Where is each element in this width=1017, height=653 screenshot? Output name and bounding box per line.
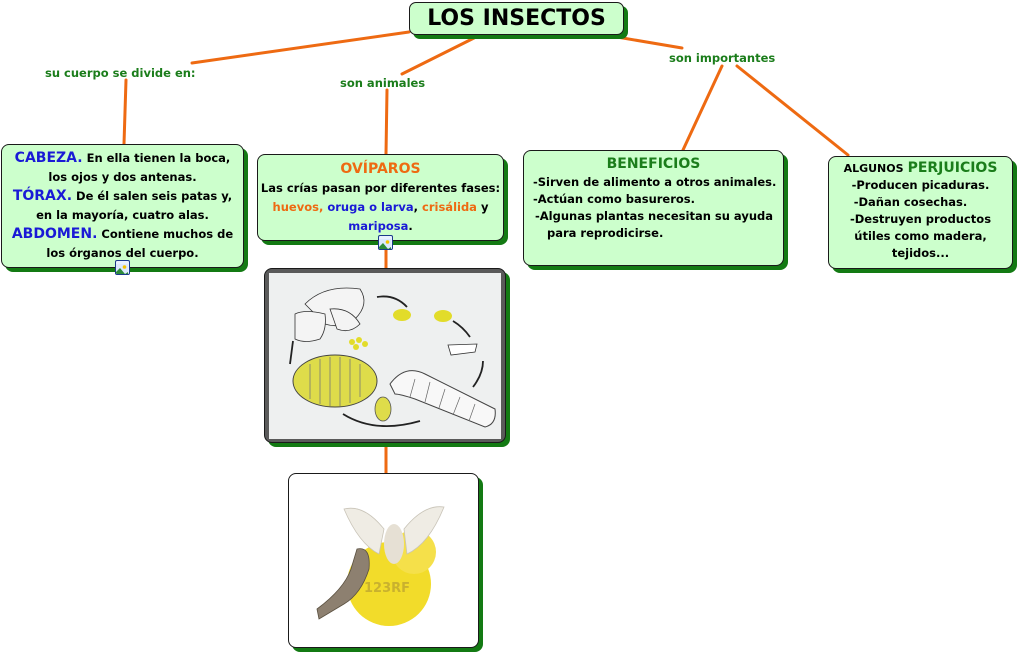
silkworm-photo: 123RF: [316, 506, 445, 626]
perjuicio-item: -Destruyen productos: [849, 212, 992, 226]
beneficios-heading: BENEFICIOS: [606, 156, 701, 172]
comma: ,: [413, 200, 419, 214]
torax-text-2: en la mayoría, cuatro alas.: [36, 208, 209, 222]
oviparos-heading: OVÍPAROS: [340, 161, 421, 177]
perjuicio-item: -Producen picaduras.: [851, 178, 990, 192]
torax-label: TÓRAX.: [12, 188, 73, 204]
phase-mariposa: mariposa: [348, 219, 409, 233]
abdomen-text-2: los órganos del cuerpo.: [46, 246, 199, 260]
phase-larva: oruga o larva: [327, 200, 414, 214]
svg-text:123RF: 123RF: [364, 581, 410, 596]
abdomen-text: Contiene muchos de: [101, 227, 234, 241]
oviparos-text: Las crías pasan por diferentes fases:: [260, 181, 501, 195]
link-phrase-important[interactable]: son importantes: [669, 51, 776, 65]
perjuicio-item: -Dañan cosechas.: [853, 195, 968, 209]
beneficio-item: -Sirven de alimento a otros animales.: [533, 175, 777, 189]
cabeza-text-2: los ojos y dos antenas.: [48, 170, 197, 184]
beneficio-item: -Actúan como basureros.: [533, 192, 696, 206]
beneficios-node[interactable]: BENEFICIOS -Sirven de alimento a otros a…: [523, 150, 784, 266]
phase-crisalida: crisálida: [422, 200, 477, 214]
perjuicio-item: útiles como madera,: [854, 229, 987, 243]
body-parts-node[interactable]: CABEZA. En ella tienen la boca, los ojos…: [1, 144, 244, 268]
silkworm-image[interactable]: 123RF: [288, 473, 479, 648]
period: .: [408, 219, 413, 233]
beneficio-item: para reprodicirse.: [547, 226, 664, 240]
perjuicios-prefix: ALGUNOS: [843, 162, 904, 175]
image-attachment-icon[interactable]: [378, 235, 393, 250]
perjuicio-item: tejidos...: [891, 246, 950, 260]
conjunction: y: [480, 200, 489, 214]
lifecycle-image[interactable]: [264, 268, 506, 443]
cabeza-label: CABEZA.: [14, 150, 83, 166]
phase-huevos: huevos,: [272, 200, 324, 214]
main-concept-node[interactable]: LOS INSECTOS: [409, 2, 624, 35]
main-concept-title: LOS INSECTOS: [427, 6, 606, 31]
lifecycle-drawing: [269, 273, 501, 439]
beneficio-item: -Algunas plantas necesitan su ayuda: [535, 209, 774, 223]
perjuicios-heading: PERJUICIOS: [907, 160, 998, 176]
cabeza-text: En ella tienen la boca,: [86, 151, 231, 165]
perjuicios-node[interactable]: ALGUNOS PERJUICIOS -Producen picaduras. …: [828, 156, 1013, 269]
link-phrase-animals[interactable]: son animales: [340, 76, 426, 90]
image-attachment-icon[interactable]: [115, 260, 130, 275]
torax-text: De él salen seis patas y,: [76, 189, 233, 203]
link-phrase-body[interactable]: su cuerpo se divide en:: [45, 66, 196, 80]
abdomen-label: ABDOMEN.: [11, 226, 98, 242]
oviparos-node[interactable]: OVÍPAROS Las crías pasan por diferentes …: [257, 154, 504, 241]
